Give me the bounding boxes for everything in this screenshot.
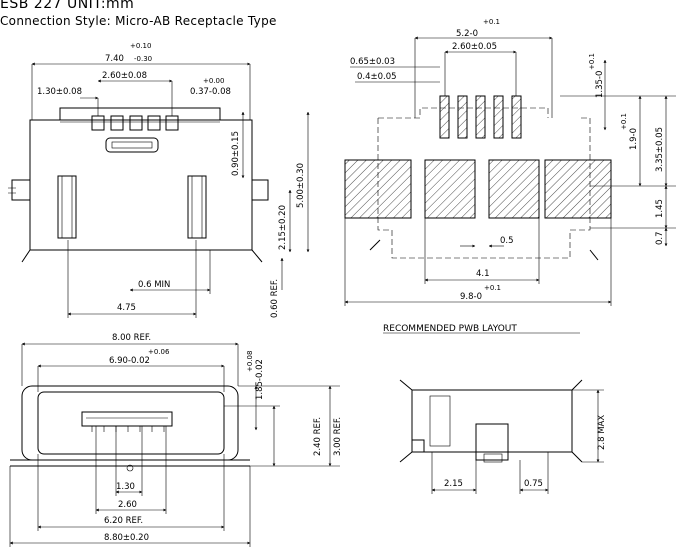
bf-690: 6.90-0.02: [109, 356, 150, 366]
bf-185-tol: +0.08: [246, 351, 254, 372]
dim-pin-w-tol: +0.00: [203, 77, 224, 85]
dim-min: 0.6 MIN: [138, 280, 170, 290]
pwb-41: 4.1: [476, 269, 490, 279]
bf-620: 6.20 REF.: [104, 516, 143, 526]
drawing-subtitle: Connection Style: Micro-AB Receptacle Ty…: [0, 14, 277, 28]
side-215: 2.15: [444, 479, 463, 489]
dim-pin-offset: 1.30±0.08: [37, 87, 82, 97]
pwb-19-tol: +0.1: [620, 113, 628, 130]
pwb-98: 9.8-0: [460, 292, 482, 302]
bf-130: 1.30: [116, 482, 135, 492]
pwb-top-w: 5.2-0: [456, 29, 478, 39]
side-view: 2.8 MAX 2.15 0.75: [399, 379, 607, 494]
pwb-07: 0.7: [655, 231, 665, 245]
bf-880: 8.80±0.20: [104, 533, 149, 543]
bf-185: 1.85-0.02: [255, 359, 265, 400]
dim-h3: 2.15±0.20: [278, 205, 288, 250]
bf-260: 2.60: [118, 500, 137, 510]
dim-475: 4.75: [117, 303, 136, 313]
dim-pitch: 2.60±0.08: [102, 71, 147, 81]
pwb-065: 0.65±0.03: [350, 57, 395, 67]
bottom-front-view: 8.00 REF. +0.06 6.90-0.02 +0.08 1.85-0.0…: [9, 333, 343, 547]
pwb-label: RECOMMENDED PWB LAYOUT: [383, 324, 517, 334]
bf-8ref: 8.00 REF.: [112, 333, 151, 343]
dim-h2: 5.00±0.30: [296, 163, 306, 208]
dim-h1: 0.90±0.15: [231, 131, 241, 176]
pwb-pitch: 2.60±0.05: [452, 42, 497, 52]
drawing-title: ESB 227 UNIT:mm: [0, 0, 135, 12]
pwb-05: 0.5: [500, 236, 514, 246]
pwb-19: 1.9-0: [629, 128, 639, 150]
bf-690-tol: +0.06: [148, 348, 170, 356]
dim-ref: 0.60 REF.: [270, 279, 280, 318]
pwb-04: 0.4±0.05: [357, 72, 397, 82]
pwb-135-tol: +0.1: [588, 53, 596, 70]
side-28: 2.8 MAX: [597, 415, 607, 450]
dim-pin-w: 0.37-0.08: [190, 87, 231, 97]
pwb-335: 3.35±0.05: [655, 127, 665, 172]
pwb-145: 1.45: [655, 199, 665, 218]
bf-240: 2.40 REF.: [313, 417, 323, 456]
side-075: 0.75: [524, 479, 543, 489]
pwb-98-tol: +0.1: [484, 284, 501, 292]
bf-300: 3.00 REF.: [333, 417, 343, 456]
dim-width-tol-top: +0.10: [130, 42, 151, 50]
dim-width-main: 7.40: [105, 54, 124, 64]
pwb-135: 1.35-0: [595, 71, 605, 98]
front-view: +0.10 7.40 -0.30 2.60±0.08 1.30±0.08 +0.…: [8, 42, 310, 318]
pwb-layout: +0.1 5.2-0 2.60±0.05 0.65±0.03 0.4±0.05 …: [344, 18, 676, 334]
pwb-top-w-tol: +0.1: [483, 18, 500, 26]
dim-width-tol-bot: -0.30: [134, 55, 152, 63]
